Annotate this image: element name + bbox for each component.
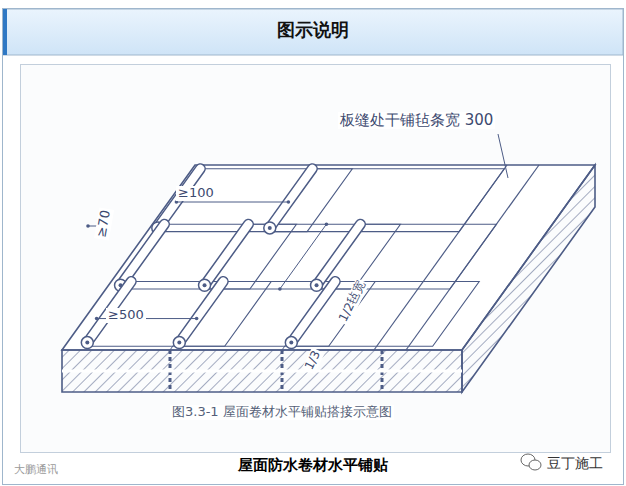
membrane-strip (267, 169, 504, 232)
roll-outline (291, 282, 335, 343)
seam-note: 板缝处干铺毡条宽 300 (338, 112, 495, 129)
roll-end (199, 279, 211, 291)
slab-top (62, 165, 595, 350)
dim-100 (176, 202, 288, 203)
figure-frame (21, 65, 611, 453)
roll-core (177, 341, 181, 345)
header-title: 图示说明 (0, 20, 626, 41)
roll-body (179, 282, 223, 343)
header-edge (3, 9, 7, 55)
roll-body (121, 224, 165, 285)
edge-dimension: ≥70 (94, 207, 114, 241)
roof-slab (62, 134, 595, 392)
roll-core (315, 283, 319, 287)
dim-70-tick (86, 224, 90, 228)
roll-body (205, 224, 249, 285)
roll-core (268, 226, 272, 230)
slab-front (62, 350, 462, 392)
roll-end (311, 279, 323, 291)
slab-midline (62, 370, 462, 373)
roll-core (85, 341, 89, 345)
outer-frame (3, 9, 624, 485)
roll-outline (317, 224, 361, 285)
roll-end (173, 337, 185, 349)
membrane-strip (314, 224, 497, 289)
dim-half-width-tick (325, 222, 329, 226)
dim-half-width (280, 224, 327, 289)
roll-body (317, 224, 361, 285)
roll-outline (270, 169, 313, 228)
leader-line (498, 134, 508, 178)
roll-end (285, 337, 297, 349)
membrane-strip (202, 224, 401, 289)
roll-outline (205, 224, 249, 285)
roll-core (203, 283, 207, 287)
stagger-dimension: ≥500 (106, 308, 146, 323)
dim-500-tick (195, 317, 199, 321)
roll-outline (121, 224, 165, 285)
watermark: 豆丁施工 (545, 455, 605, 471)
figure-number: 图3.3-1 屋面卷材水平铺贴搭接示意图 (170, 405, 394, 420)
roll-outline (179, 282, 223, 343)
roll-body (270, 169, 313, 228)
dim-100-tick (287, 200, 291, 204)
wechat-icon (521, 454, 541, 470)
roll-core (289, 341, 293, 345)
overlap-dimension: ≥100 (176, 186, 216, 201)
roll-body (291, 282, 335, 343)
dim-500-tick (95, 317, 99, 321)
figure-caption: 屋面防水卷材水平铺贴 (0, 457, 626, 474)
dim-half-width-tick (278, 287, 282, 291)
watermark: 大鹏通讯 (12, 464, 60, 477)
width-fraction: 1/2毡宽 (336, 277, 369, 326)
roll-end (264, 222, 276, 234)
roll-end (81, 337, 93, 349)
width-fraction: 1/3 (302, 347, 325, 374)
membrane-strip (155, 169, 352, 232)
